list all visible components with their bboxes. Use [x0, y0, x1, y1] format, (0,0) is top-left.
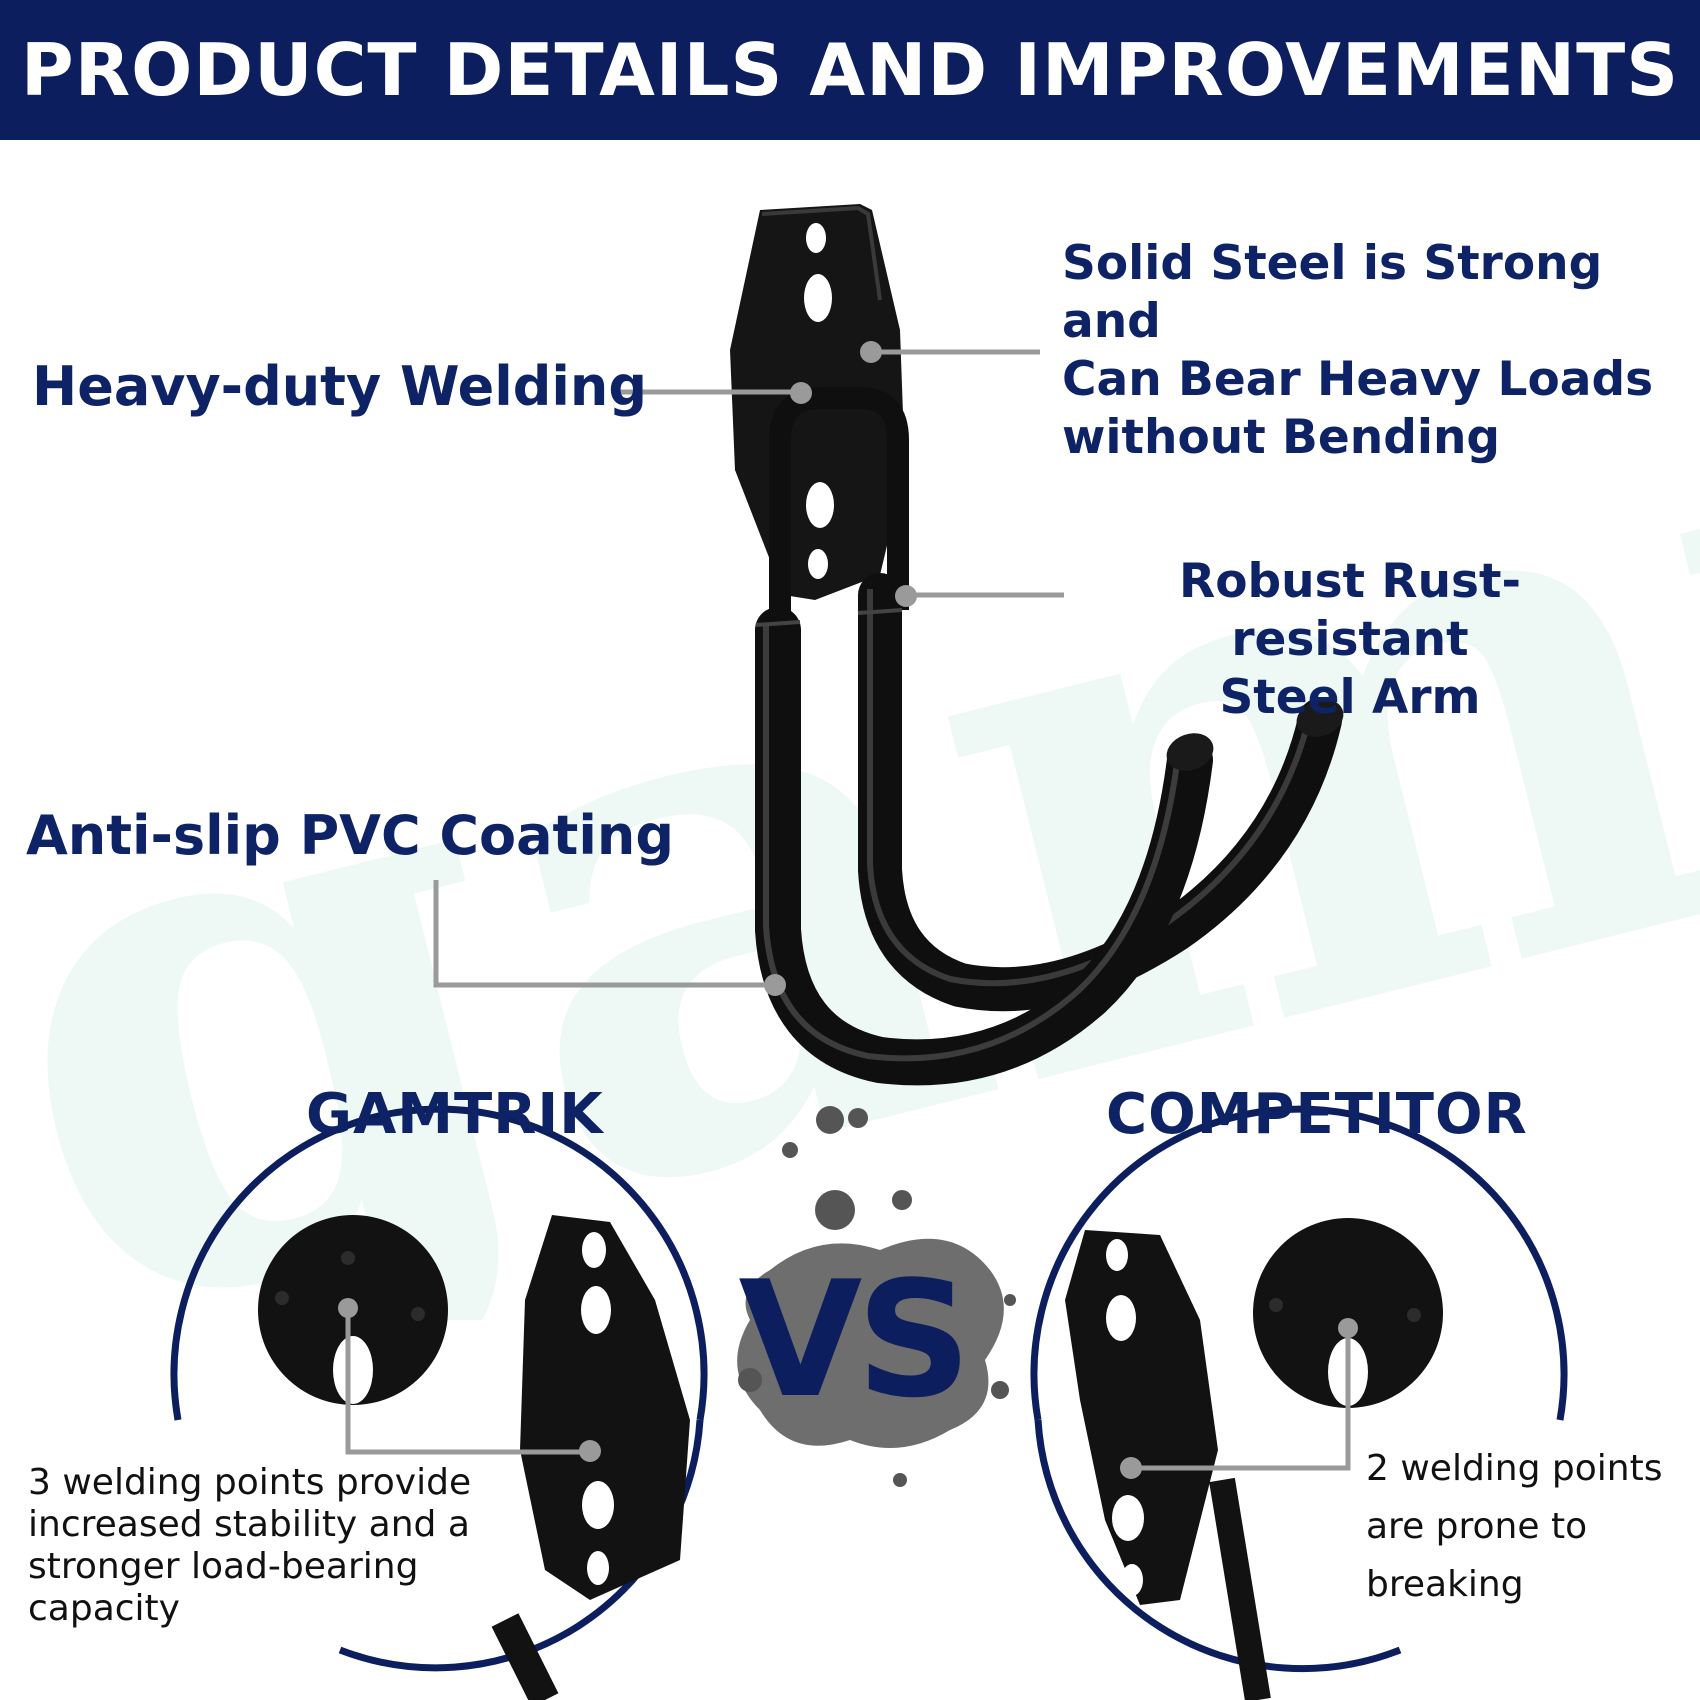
callout-anti-slip-coating: Anti-slip PVC Coating [26, 804, 674, 867]
gamtrik-weld-closeup [258, 1215, 690, 1700]
wire-loop [769, 387, 909, 630]
vs-splash [737, 1106, 1016, 1487]
gamtrik-label: GAMTRIK [306, 1082, 604, 1147]
competitor-circle-arc [1030, 1105, 1568, 1421]
competitor-label: COMPETITOR [1106, 1082, 1528, 1147]
callout-solid-steel: Solid Steel is Strong and Can Bear Heavy… [1062, 236, 1654, 465]
callout-heavy-duty-welding: Heavy-duty Welding [32, 355, 648, 418]
vs-text: VS [738, 1246, 965, 1433]
main-hook-image [730, 204, 1344, 1086]
callout-rust-resistant: Robust Rust-resistant Steel Arm [1179, 554, 1521, 725]
front-arm [755, 607, 1213, 1086]
leader-lines [433, 349, 1064, 988]
header-banner: PRODUCT DETAILS AND IMPROVEMENTS [0, 0, 1700, 140]
gamtrik-note: 3 welding points provide increased stabi… [28, 1462, 472, 1629]
gamtrik-circle-arc [170, 1105, 708, 1421]
competitor-weld-closeup [1065, 1218, 1443, 1700]
competitor-note: 2 welding points are prone to breaking [1366, 1448, 1663, 1605]
page-title: PRODUCT DETAILS AND IMPROVEMENTS [20, 28, 1680, 112]
